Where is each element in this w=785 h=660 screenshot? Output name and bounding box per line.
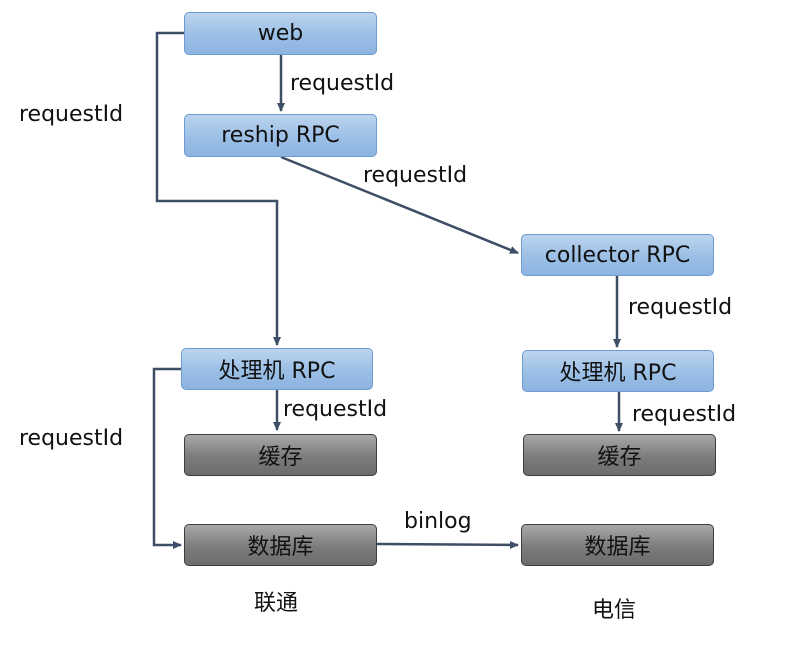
edge-web-to-handler-left xyxy=(155,31,281,346)
node-cache-left: 缓存 xyxy=(184,434,377,476)
node-collector-rpc: collector RPC xyxy=(521,234,714,276)
label-web-to-reship: requestId xyxy=(290,71,395,96)
node-db-right: 数据库 xyxy=(521,524,714,566)
label-web-to-handler: requestId xyxy=(19,102,124,127)
node-cache-left-label: 缓存 xyxy=(258,445,303,470)
node-handler-left: 处理机 RPC xyxy=(181,348,373,390)
node-reship-rpc-label: reship RPC xyxy=(221,123,340,148)
node-web: web xyxy=(184,12,377,55)
node-db-right-label: 数据库 xyxy=(584,535,651,560)
label-handler-left-to-db: requestId xyxy=(19,426,124,451)
group-label-right: 电信 xyxy=(592,598,637,623)
label-handler-right-to-cache: requestId xyxy=(632,402,737,427)
node-cache-right-label: 缓存 xyxy=(597,445,642,470)
label-db-to-db: binlog xyxy=(404,509,472,534)
edge-handler-left-to-db xyxy=(152,367,182,549)
node-web-label: web xyxy=(257,21,304,46)
edge-db-to-db xyxy=(375,540,519,549)
node-reship-rpc: reship RPC xyxy=(184,114,377,157)
label-reship-to-collector: requestId xyxy=(363,163,468,188)
node-db-left: 数据库 xyxy=(184,524,377,566)
label-handler-left-to-cache: requestId xyxy=(283,397,388,422)
node-handler-left-label: 处理机 RPC xyxy=(218,359,336,384)
node-collector-rpc-label: collector RPC xyxy=(544,242,691,268)
label-collector-to-handler: requestId xyxy=(628,295,733,320)
group-label-left: 联通 xyxy=(254,591,299,616)
node-handler-right: 处理机 RPC xyxy=(522,350,714,392)
node-handler-right-label: 处理机 RPC xyxy=(559,361,677,386)
node-db-left-label: 数据库 xyxy=(247,535,314,560)
node-cache-right: 缓存 xyxy=(523,434,716,476)
